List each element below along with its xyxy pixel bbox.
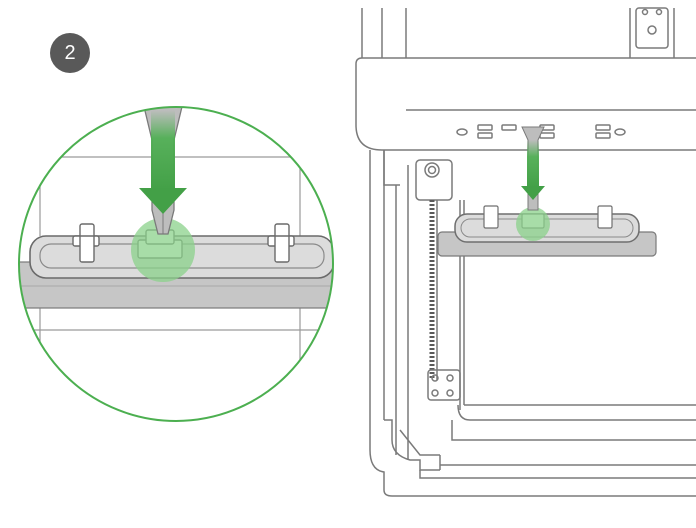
zoom-circle-outline bbox=[18, 106, 334, 422]
tray-clips bbox=[72, 223, 295, 263]
highlight-circle bbox=[131, 218, 195, 282]
printer-tool-indicator bbox=[516, 126, 550, 241]
down-arrow-icon bbox=[139, 110, 187, 214]
top-bracket bbox=[635, 7, 669, 49]
zoom-detail bbox=[19, 107, 333, 421]
step-number-badge: 2 bbox=[50, 33, 90, 73]
